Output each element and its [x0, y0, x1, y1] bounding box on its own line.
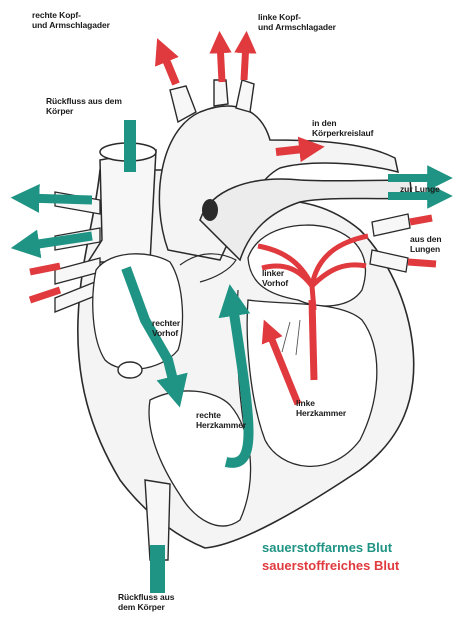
ivc-arrow: [150, 545, 165, 593]
aortic-opening: [202, 199, 218, 221]
label-right-atrium: rechter Vorhof: [152, 318, 180, 338]
legend-oxygenated: sauerstoffreiches Blut: [262, 558, 399, 574]
coronary-sinus: [118, 362, 142, 378]
teal-arrow-lung-1: [25, 198, 92, 200]
left-subclavian-artery: [236, 80, 254, 112]
red-arrow-from-lungs-2: [408, 262, 436, 264]
left-carotid-artery: [214, 80, 228, 106]
legend-deoxygenated: sauerstoffarmes Blut: [262, 540, 392, 556]
label-from-lungs: aus den Lungen: [410, 234, 441, 254]
label-left-head-arm-arteries: linke Kopf- und Armschlagader: [258, 12, 336, 32]
label-to-body-circulation: in den Körperkreislauf: [312, 118, 373, 138]
left-pulmonary-veins: [372, 214, 410, 236]
red-arrow-right-artery: [162, 50, 176, 84]
label-left-ventricle: linke Herzkammer: [296, 398, 346, 418]
red-arrow-left-subclavian: [244, 42, 246, 80]
label-right-ventricle: rechte Herzkammer: [196, 410, 246, 430]
red-arrow-left-carotid: [220, 42, 222, 82]
red-arrow-body-circulation: [276, 148, 312, 152]
label-return-from-body-top: Rückfluss aus dem Körper: [46, 96, 122, 116]
label-right-head-arm-arteries: rechte Kopf- und Armschlagader: [32, 10, 110, 30]
label-return-from-body-bottom: Rückfluss aus dem Körper: [118, 592, 174, 612]
label-left-atrium: linker Vorhof: [262, 268, 288, 288]
red-arrow-lv-down: [312, 300, 314, 380]
label-to-lungs: zur Lunge: [400, 184, 440, 194]
red-arrow-from-lungs-1: [410, 218, 432, 222]
